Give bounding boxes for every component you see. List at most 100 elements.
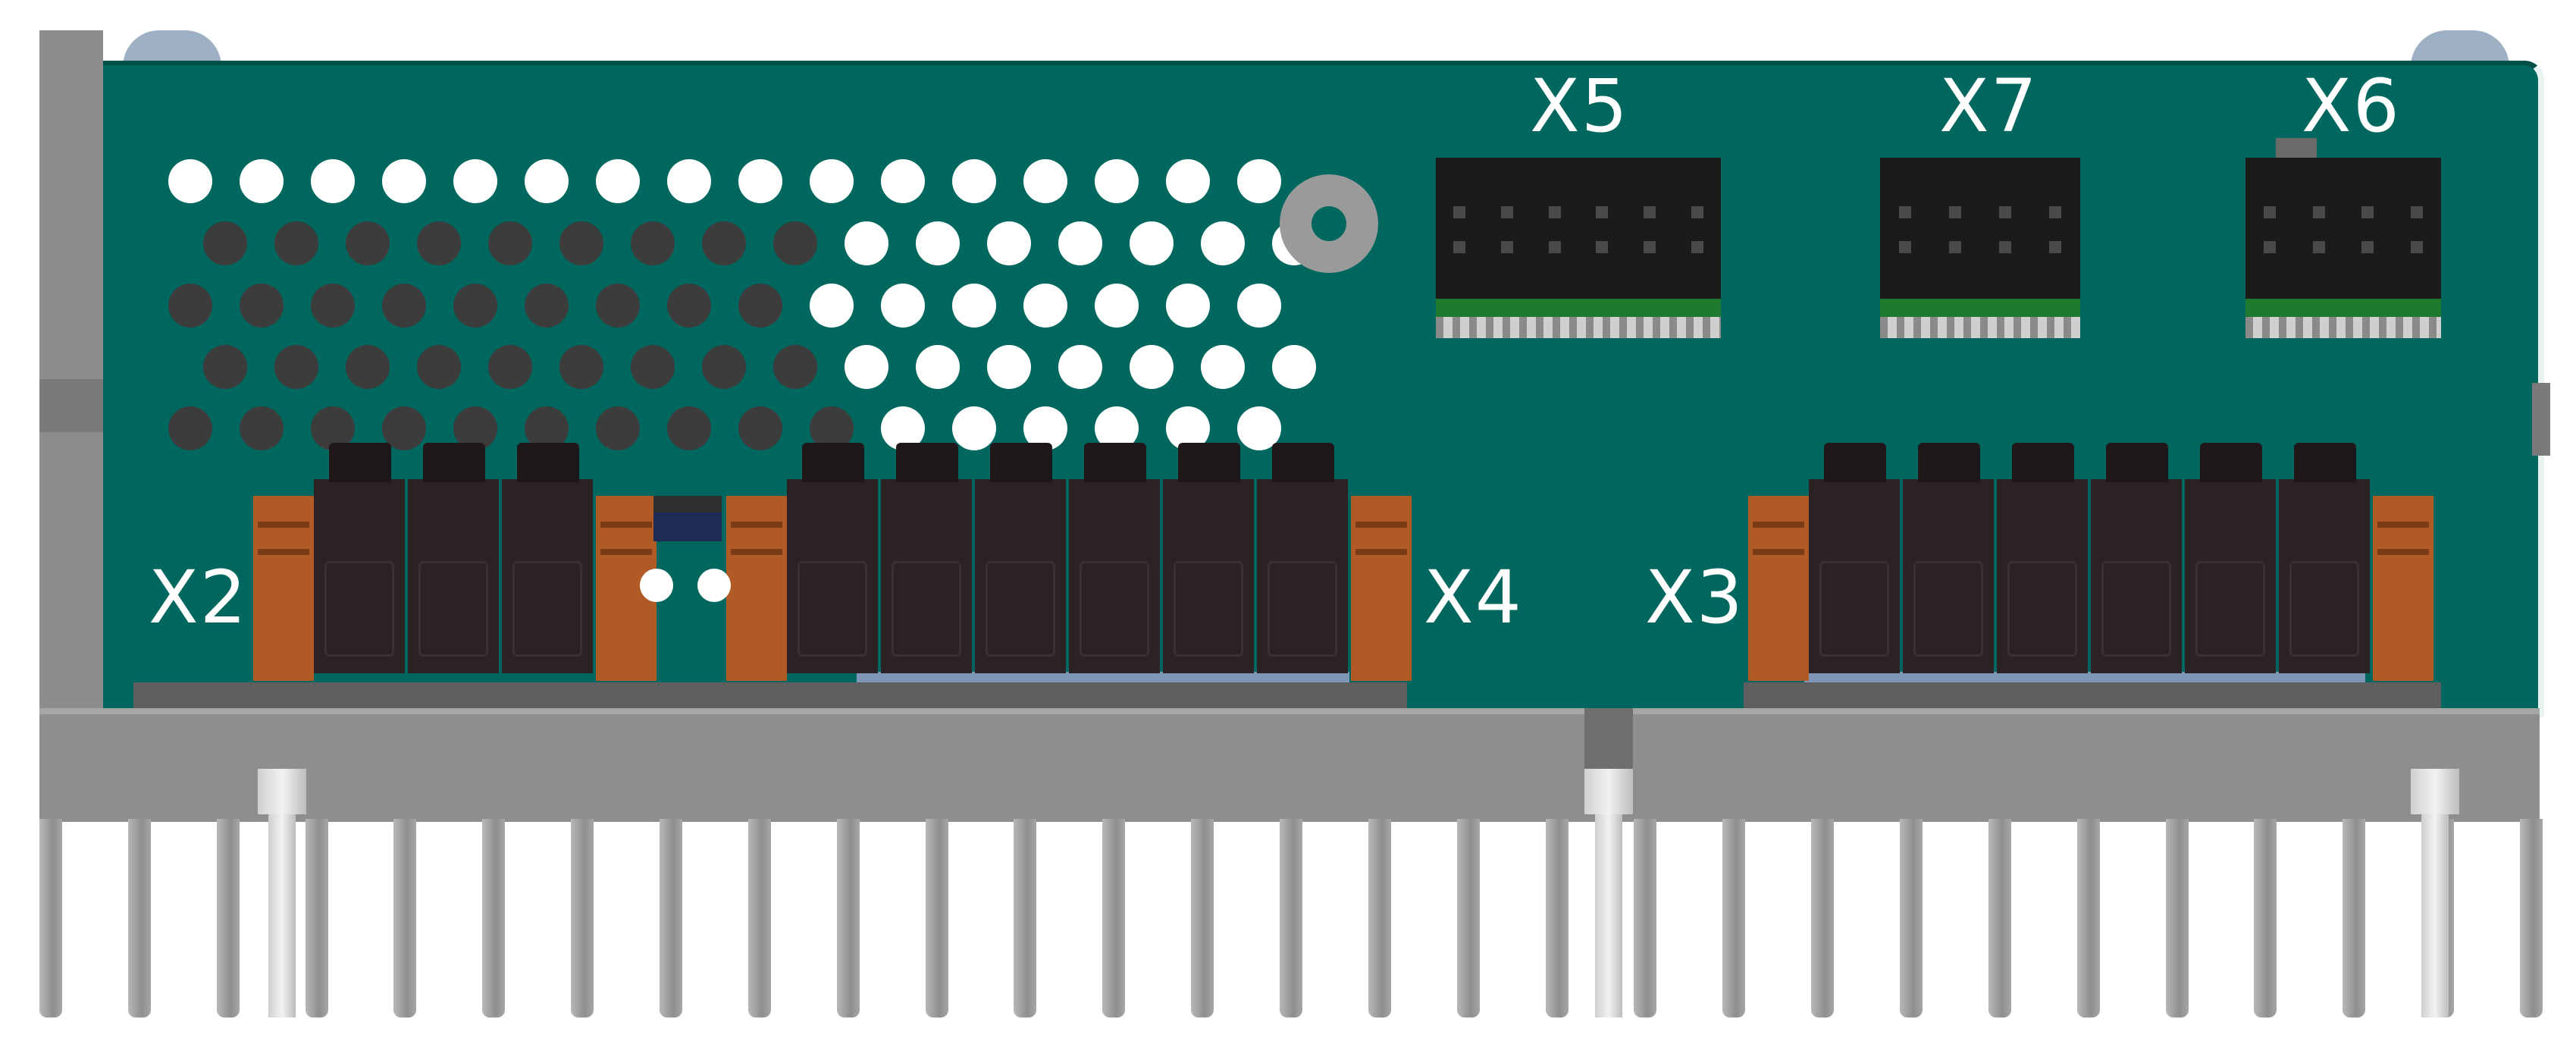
vent-hole	[1272, 345, 1316, 389]
heatsink-fin	[127, 819, 151, 1017]
vent-hole	[311, 159, 355, 203]
heatsink-fin	[393, 819, 417, 1017]
header-pin	[1999, 206, 2011, 218]
vent-hole	[453, 159, 497, 203]
vent-hole	[346, 345, 390, 389]
header-x7-base	[1880, 299, 2080, 317]
vent-hole	[417, 221, 461, 265]
heatsink-fin	[1368, 819, 1391, 1017]
header-x6-pins	[2245, 317, 2441, 338]
vent-hole	[773, 221, 817, 265]
heatsink-fin	[2343, 819, 2366, 1017]
right-bracket	[2532, 383, 2550, 456]
header-pin	[1596, 206, 1609, 218]
header-pin	[1999, 241, 2011, 253]
vent-hole	[1201, 345, 1245, 389]
heatsink-fin	[1811, 819, 1835, 1017]
vent-hole	[738, 159, 782, 203]
header-pin	[1548, 206, 1561, 218]
terminal-x3-screw-top	[1824, 443, 1886, 482]
label-x7: X7	[1939, 64, 2039, 149]
vent-hole	[881, 159, 925, 203]
vent-hole	[596, 159, 640, 203]
vent-hole	[1023, 159, 1067, 203]
heatsink-fin	[39, 819, 62, 1017]
heatsink-top-edge	[39, 708, 2540, 714]
vent-hole	[952, 159, 996, 203]
terminal-x2-opening	[418, 561, 488, 657]
vent-hole	[417, 345, 461, 389]
terminal-x4-pole	[975, 479, 1066, 673]
vent-hole	[881, 284, 925, 328]
heatsink-screw	[1584, 769, 1633, 814]
terminal-x2-screw-top	[517, 443, 579, 482]
vent-hole	[845, 345, 888, 389]
vent-hole	[274, 345, 318, 389]
vent-hole	[916, 221, 960, 265]
left-frame-bracket	[39, 379, 103, 432]
terminal-x3-opening	[2101, 561, 2171, 657]
terminal-base-right	[1744, 682, 2441, 708]
header-pin	[1596, 241, 1609, 253]
terminal-x3-screw-top	[2294, 443, 2356, 482]
heatsink-screw	[258, 769, 306, 814]
terminal-x4-pole	[1069, 479, 1160, 673]
terminal-x2-pole	[408, 479, 499, 673]
terminal-x2-screw-top	[423, 443, 485, 482]
vent-hole	[952, 284, 996, 328]
vent-hole	[667, 284, 711, 328]
heatsink-fin	[571, 819, 594, 1017]
label-x4: X4	[1424, 555, 1523, 640]
header-pin	[2264, 206, 2277, 218]
header-pin	[2361, 206, 2374, 218]
heatsink-screw	[2411, 769, 2459, 814]
vent-hole	[559, 221, 603, 265]
terminal-x4-screw-top	[896, 443, 958, 482]
vent-hole	[1237, 284, 1281, 328]
heatsink-fin	[1900, 819, 1923, 1017]
terminal-x4-opening	[798, 561, 867, 657]
vent-hole	[559, 345, 603, 389]
header-pin	[1501, 241, 1513, 253]
header-pin	[1691, 206, 1703, 218]
terminal-x4-opening	[892, 561, 961, 657]
header-pin	[2049, 241, 2061, 253]
vent-hole	[1201, 221, 1245, 265]
heatsink-fin	[2520, 819, 2543, 1017]
header-pin	[1548, 241, 1561, 253]
terminal-x4-screw-top	[990, 443, 1052, 482]
vent-hole	[667, 159, 711, 203]
terminal-x3-pole	[2279, 479, 2370, 673]
label-x6: X6	[2302, 64, 2401, 149]
label-x5: X5	[1530, 64, 1629, 149]
vent-hole	[738, 406, 782, 450]
heatsink-fin	[1634, 819, 1657, 1017]
vent-hole	[952, 406, 996, 450]
vent-hole	[311, 284, 355, 328]
header-pin	[1644, 206, 1656, 218]
header-x7	[1880, 158, 2080, 302]
terminal-end-x4-left	[726, 496, 787, 681]
terminal-x4-screw-top	[802, 443, 864, 482]
terminal-end-x3-right	[2373, 496, 2433, 681]
board-hole	[697, 569, 731, 602]
heatsink-fin	[1102, 819, 1126, 1017]
vent-hole	[274, 221, 318, 265]
vent-hole	[987, 345, 1031, 389]
vent-hole	[525, 159, 569, 203]
header-pin	[2312, 206, 2325, 218]
header-pin	[1691, 241, 1703, 253]
terminal-x2-screw-top	[329, 443, 391, 482]
header-pin	[2410, 206, 2423, 218]
terminal-x4-opening	[986, 561, 1055, 657]
vent-hole	[168, 284, 212, 328]
terminal-x3-screw-top	[1918, 443, 1980, 482]
terminal-base-blue-strip-right	[1804, 672, 2365, 682]
header-pin	[1453, 206, 1466, 218]
heatsink-standoff	[2421, 814, 2449, 1017]
vent-hole	[631, 345, 675, 389]
terminal-x4-opening	[1080, 561, 1149, 657]
vent-hole	[631, 221, 675, 265]
terminal-x4-pole	[1163, 479, 1254, 673]
header-x6	[2245, 158, 2441, 302]
